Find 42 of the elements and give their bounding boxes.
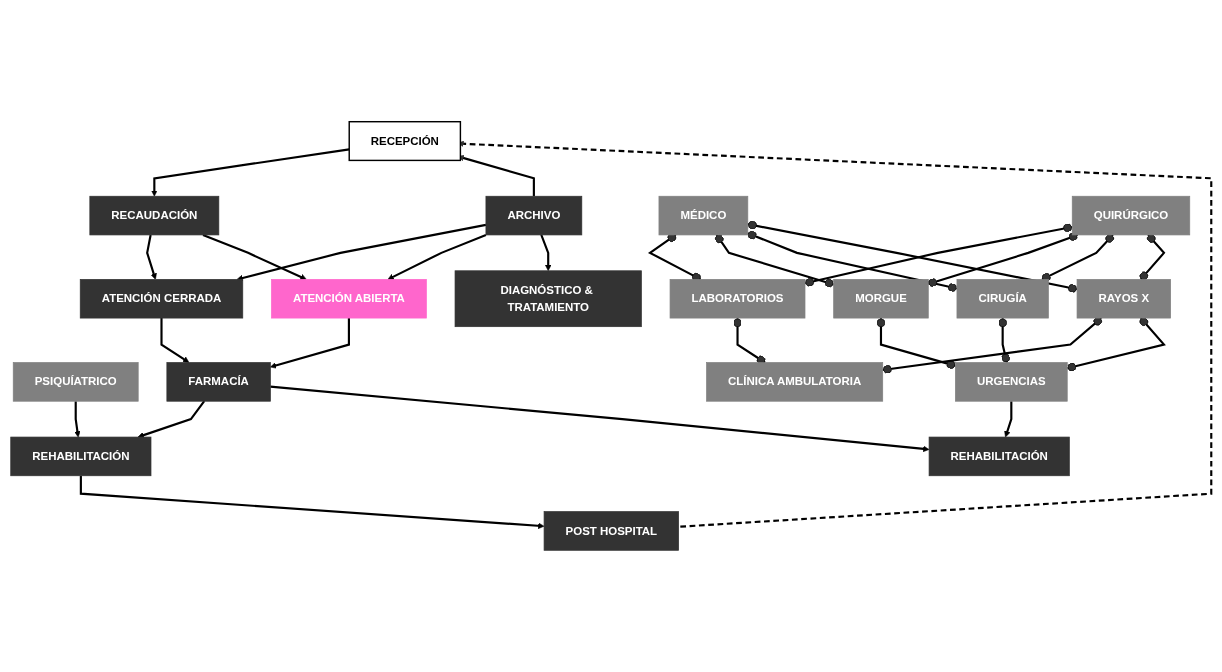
arrow [270, 318, 350, 369]
arrow [137, 400, 206, 439]
connector [927, 232, 1078, 287]
node-box: MORGUE [833, 279, 929, 319]
arrow [236, 223, 487, 281]
arrow [1004, 401, 1013, 438]
arrow [79, 475, 545, 529]
node-box: ARCHIVO [485, 195, 583, 236]
arrow [387, 233, 487, 280]
arrow [151, 148, 350, 197]
connector [1041, 234, 1115, 282]
node-box: URGENCIAS [955, 362, 1068, 402]
connector [747, 220, 1078, 293]
node-box: REHABILITACIÓN [928, 436, 1070, 477]
connector [747, 230, 958, 292]
arrow [270, 385, 930, 453]
connector [1066, 317, 1166, 372]
node-box: ATENCIÓN CERRADA [79, 279, 244, 319]
node-box: FARMACÍA [166, 362, 271, 402]
node-box: RAYOS X [1076, 279, 1171, 319]
connector [715, 234, 834, 288]
node-box: DIAGNÓSTICO & TRATAMIENTO [454, 270, 642, 328]
arrow [540, 234, 552, 272]
connector [1139, 234, 1166, 281]
node-box: CIRUGÍA [956, 279, 1049, 319]
node-box: RECAUDACIÓN [89, 195, 220, 236]
node-box: RECEPCIÓN [348, 121, 462, 162]
connector [876, 318, 956, 369]
node-box: ATENCIÓN ABIERTA [271, 279, 427, 319]
connector [998, 318, 1011, 363]
arrow [160, 318, 190, 363]
node-box: MÉDICO [658, 195, 749, 236]
node-box: REHABILITACIÓN [10, 436, 152, 477]
arrow [74, 401, 81, 438]
node-box: CLÍNICA AMBULATORIA [706, 362, 884, 402]
connector [804, 223, 1073, 287]
node-box: PSIQUÍATRICO [12, 362, 139, 402]
node-box: QUIRÚRGICO [1071, 195, 1191, 236]
arrow [146, 234, 157, 280]
arrow [202, 233, 307, 280]
node-box: LABORATORIOS [669, 279, 806, 319]
node-box: POST HOSPITAL [543, 511, 679, 551]
